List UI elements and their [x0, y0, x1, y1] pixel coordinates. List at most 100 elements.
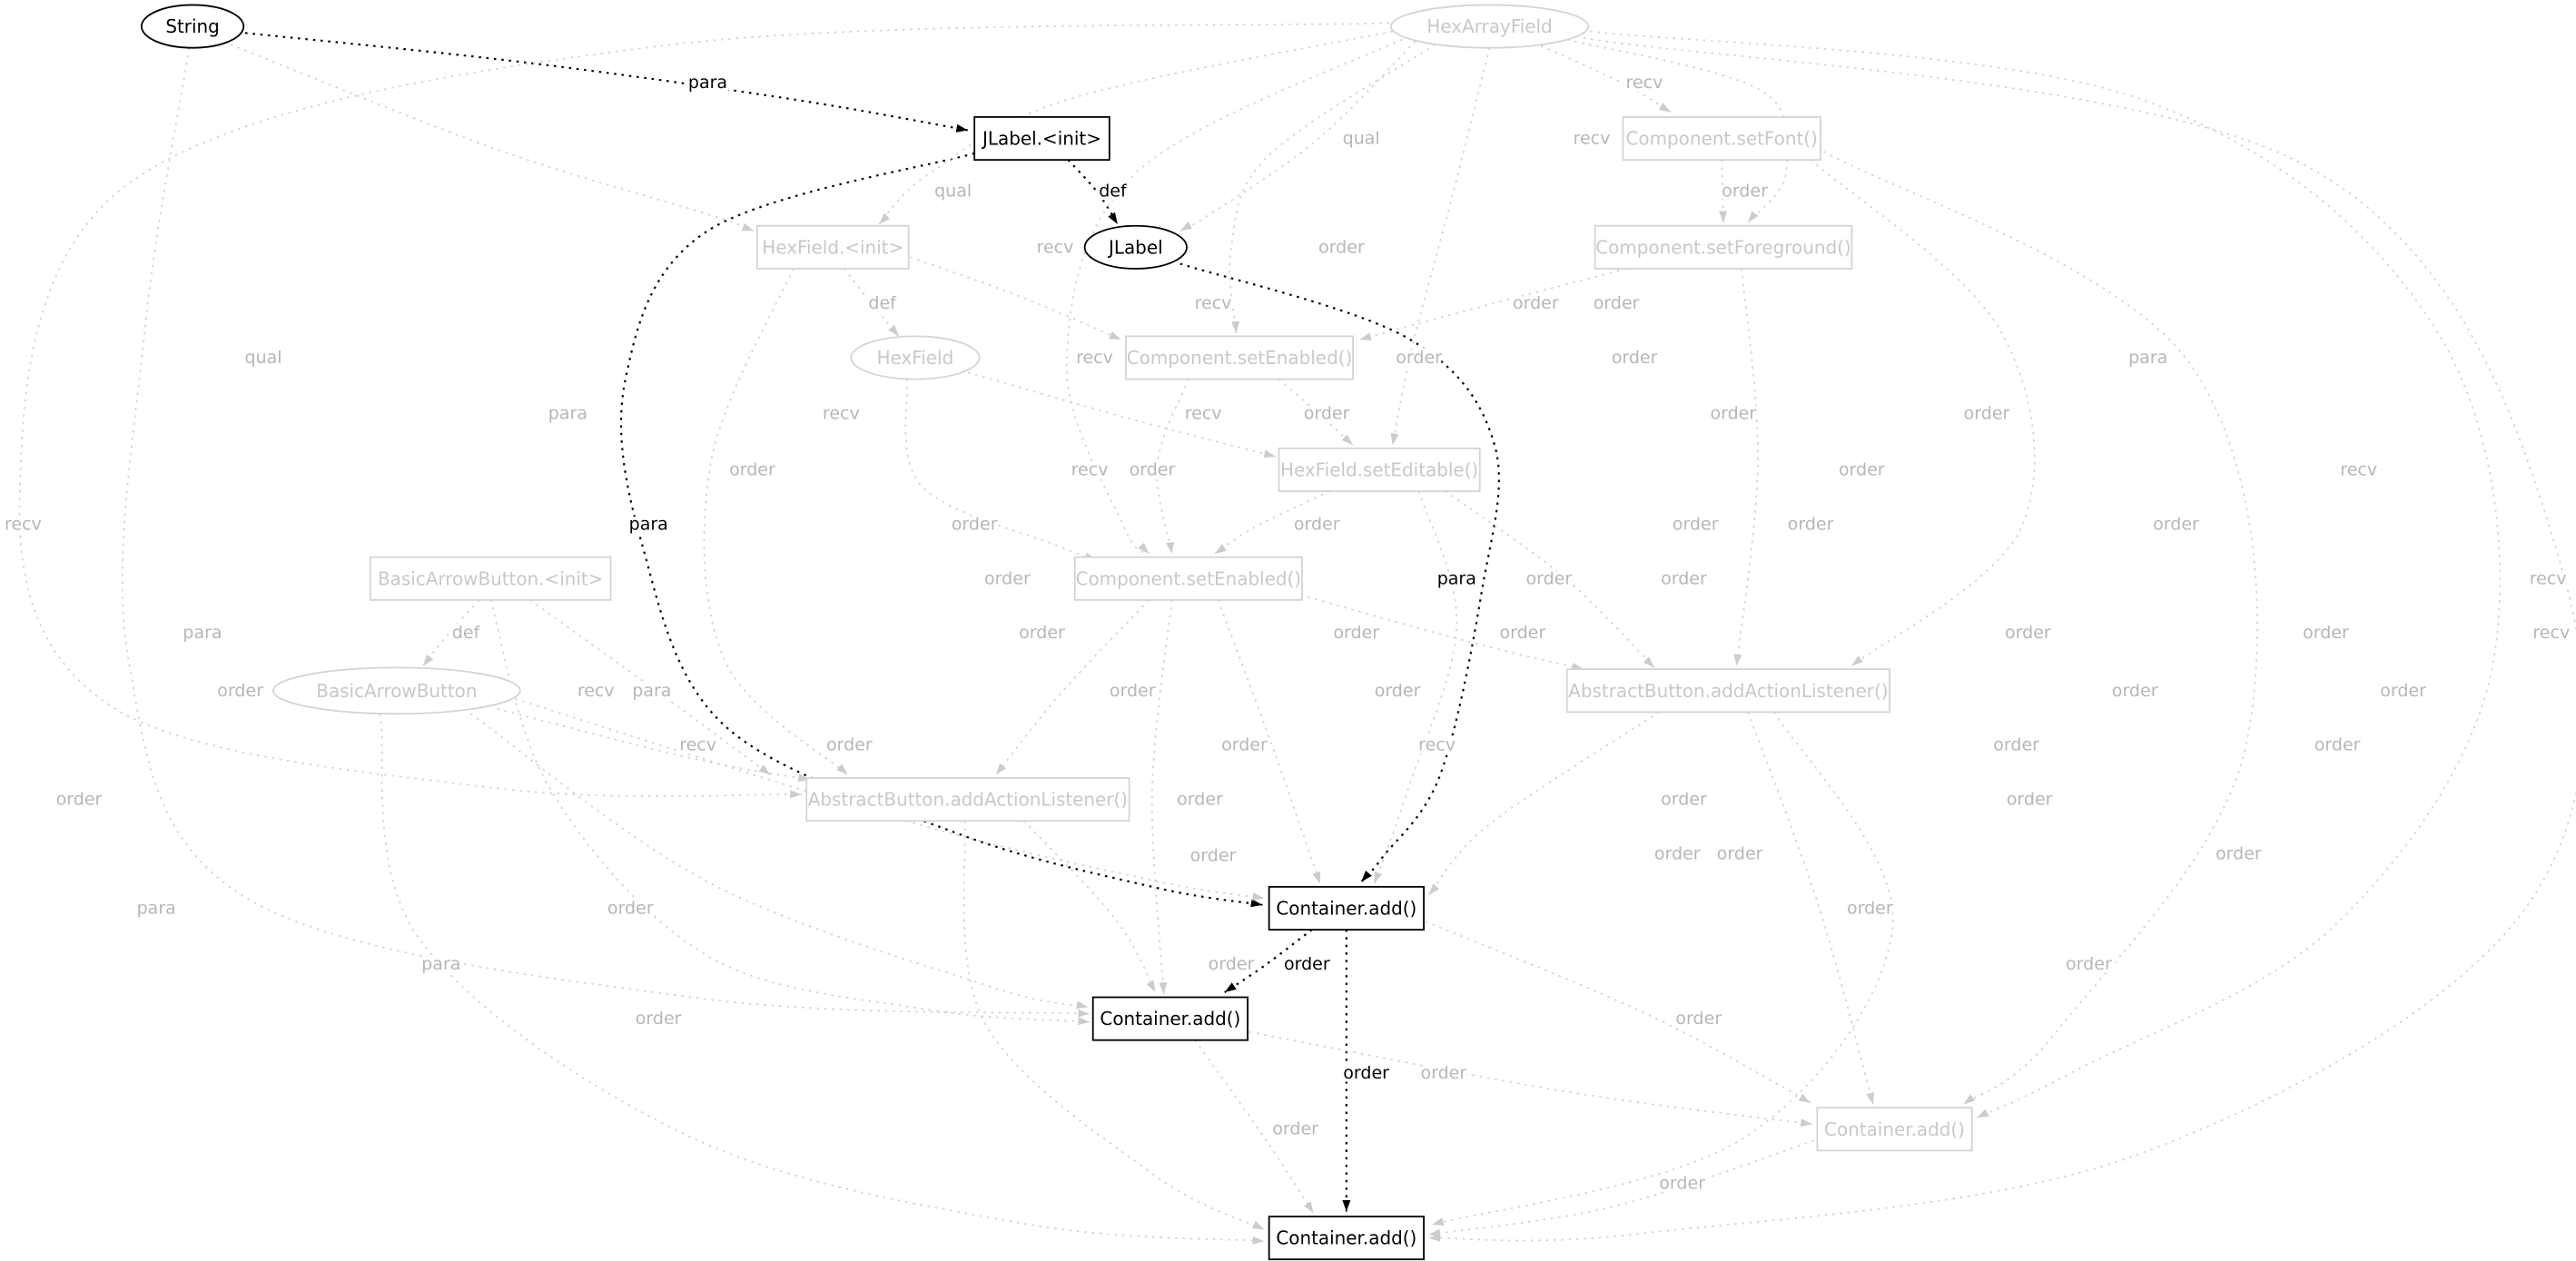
node-jlabel_init: JLabel.<init> — [973, 116, 1110, 162]
node-add4: Container.add() — [1268, 1216, 1425, 1261]
node-setenabled2: Component.setEnabled() — [1073, 556, 1303, 601]
node-label-addal2: AbstractButton.addActionListener() — [808, 789, 1128, 811]
edge-label: order — [1612, 348, 1658, 368]
edge-label: order — [1190, 845, 1237, 865]
node-label-hexarrayfield: HexArrayField — [1426, 15, 1552, 37]
edge-setenabled1-setenabled2 — [1156, 379, 1189, 555]
edge-label: order — [1513, 293, 1559, 313]
edge-label: order — [729, 459, 775, 479]
edge-label: order — [2314, 735, 2361, 755]
edge-hexarrayfield-add4 — [1428, 36, 2576, 1242]
node-shape-add1 — [1268, 885, 1425, 931]
edge-label: recv — [1076, 348, 1113, 368]
edge-label: order — [1318, 237, 1365, 257]
edge-label: order — [1333, 623, 1379, 643]
edge-labels-layer: para def para para order order recv qual recv qua… — [1, 69, 2572, 1197]
edge-hexarrayfield-jlabel — [1179, 40, 1416, 232]
edge-label: order — [607, 898, 654, 918]
edge-hexfield-setenabled2 — [904, 379, 1097, 562]
edge-label: para — [1437, 568, 1476, 588]
edge-label: def — [868, 293, 897, 313]
edge-label: order — [1722, 182, 1768, 202]
edge-bab-add2 — [469, 713, 1089, 1010]
edge-label: order — [2007, 790, 2053, 810]
edge-label: recv — [1418, 735, 1456, 755]
node-seteditable: HexField.setEditable() — [1278, 447, 1481, 492]
node-label-add4: Container.add() — [1276, 1227, 1416, 1249]
edge-label: order — [1499, 623, 1545, 643]
edge-label: order — [217, 681, 263, 701]
edge-label: order — [1420, 1063, 1466, 1083]
node-shape-setenabled2 — [1073, 556, 1303, 601]
edge-setenabled2-addal1 — [1299, 594, 1584, 671]
node-shape-jlabel — [1083, 224, 1188, 270]
edge-label: order — [1675, 1009, 1722, 1029]
edge-label: order — [2066, 954, 2112, 974]
node-bab: BasicArrowButton — [272, 666, 521, 715]
node-shape-add2 — [1091, 996, 1249, 1041]
edge-label: para — [2128, 348, 2167, 368]
node-setforeground: Component.setForeground() — [1594, 224, 1853, 270]
edge-label: para — [629, 514, 668, 534]
edge-label: order — [1396, 348, 1442, 368]
edge-label: order — [1673, 514, 1719, 534]
node-label-addal1: AbstractButton.addActionListener() — [1568, 680, 1888, 702]
edge-label: order — [1177, 790, 1223, 810]
node-label-bab_init: BasicArrowButton.<init> — [378, 567, 603, 589]
node-bab_init: BasicArrowButton.<init> — [369, 556, 612, 601]
node-shape-setforeground — [1594, 224, 1853, 270]
node-shape-hexfield_init — [755, 224, 910, 270]
edge-label: qual — [934, 182, 972, 202]
node-label-bab: BasicArrowButton — [316, 680, 477, 702]
edge-addal1-add4 — [1431, 711, 1894, 1227]
node-add3: Container.add() — [1816, 1107, 1973, 1152]
edge-label: def — [452, 623, 481, 643]
edge-hexfield-seteditable — [967, 371, 1277, 458]
edge-label: order — [826, 735, 873, 755]
edge-label: order — [1661, 568, 1707, 588]
edge-label: para — [688, 73, 727, 93]
edge-label: order — [1019, 623, 1065, 643]
edge-label: qual — [1343, 129, 1380, 149]
node-add2: Container.add() — [1091, 996, 1249, 1041]
edge-label: order — [636, 1009, 682, 1029]
edge-hexfield_init-setenabled1 — [910, 256, 1121, 340]
node-shape-setfont — [1622, 116, 1821, 162]
node-addal1: AbstractButton.addActionListener() — [1565, 668, 1890, 714]
edge-label: order — [1993, 735, 2039, 755]
edge-seteditable-addal1 — [1445, 490, 1655, 668]
edge-label: recv — [2340, 459, 2377, 479]
edge-label: order — [1711, 404, 1757, 424]
edge-bab-addal2 — [497, 707, 811, 783]
edge-addal2-add2 — [1022, 820, 1157, 993]
edge-jlabel-add1 — [1179, 262, 1500, 883]
edge-add1-add3 — [1425, 921, 1811, 1104]
edge-add3-add4 — [1428, 1139, 1814, 1237]
edge-setenabled2-add2 — [1150, 599, 1173, 994]
edge-hexarrayfield-setenabled1 — [1229, 44, 1436, 333]
edge-label: order — [1110, 681, 1156, 701]
edge-label: order — [1221, 735, 1268, 755]
edge-string-add2 — [121, 47, 1091, 1018]
edge-seteditable-add1 — [1373, 490, 1458, 884]
node-shape-seteditable — [1278, 447, 1481, 492]
node-shape-addal1 — [1565, 668, 1890, 714]
node-string: String — [140, 4, 245, 49]
node-label-hexfield: HexField — [877, 347, 954, 369]
node-setfont: Component.setFont() — [1622, 116, 1821, 162]
node-shape-add4 — [1268, 1216, 1425, 1261]
edge-label: recv — [1071, 459, 1109, 479]
edge-label: order — [2380, 681, 2426, 701]
edge-bab_init-bab — [422, 599, 480, 667]
edge-label: para — [548, 404, 587, 424]
node-label-add3: Container.add() — [1824, 1118, 1965, 1140]
edge-label: order — [1594, 293, 1640, 313]
edge-hexarrayfield-setfont — [1534, 42, 1672, 113]
edge-hexarrayfield-setenabled2 — [1065, 35, 1410, 555]
node-hexfield_init: HexField.<init> — [755, 224, 910, 270]
node-shape-hexfield — [850, 335, 981, 380]
node-hexarrayfield: HexArrayField — [1389, 4, 1590, 49]
